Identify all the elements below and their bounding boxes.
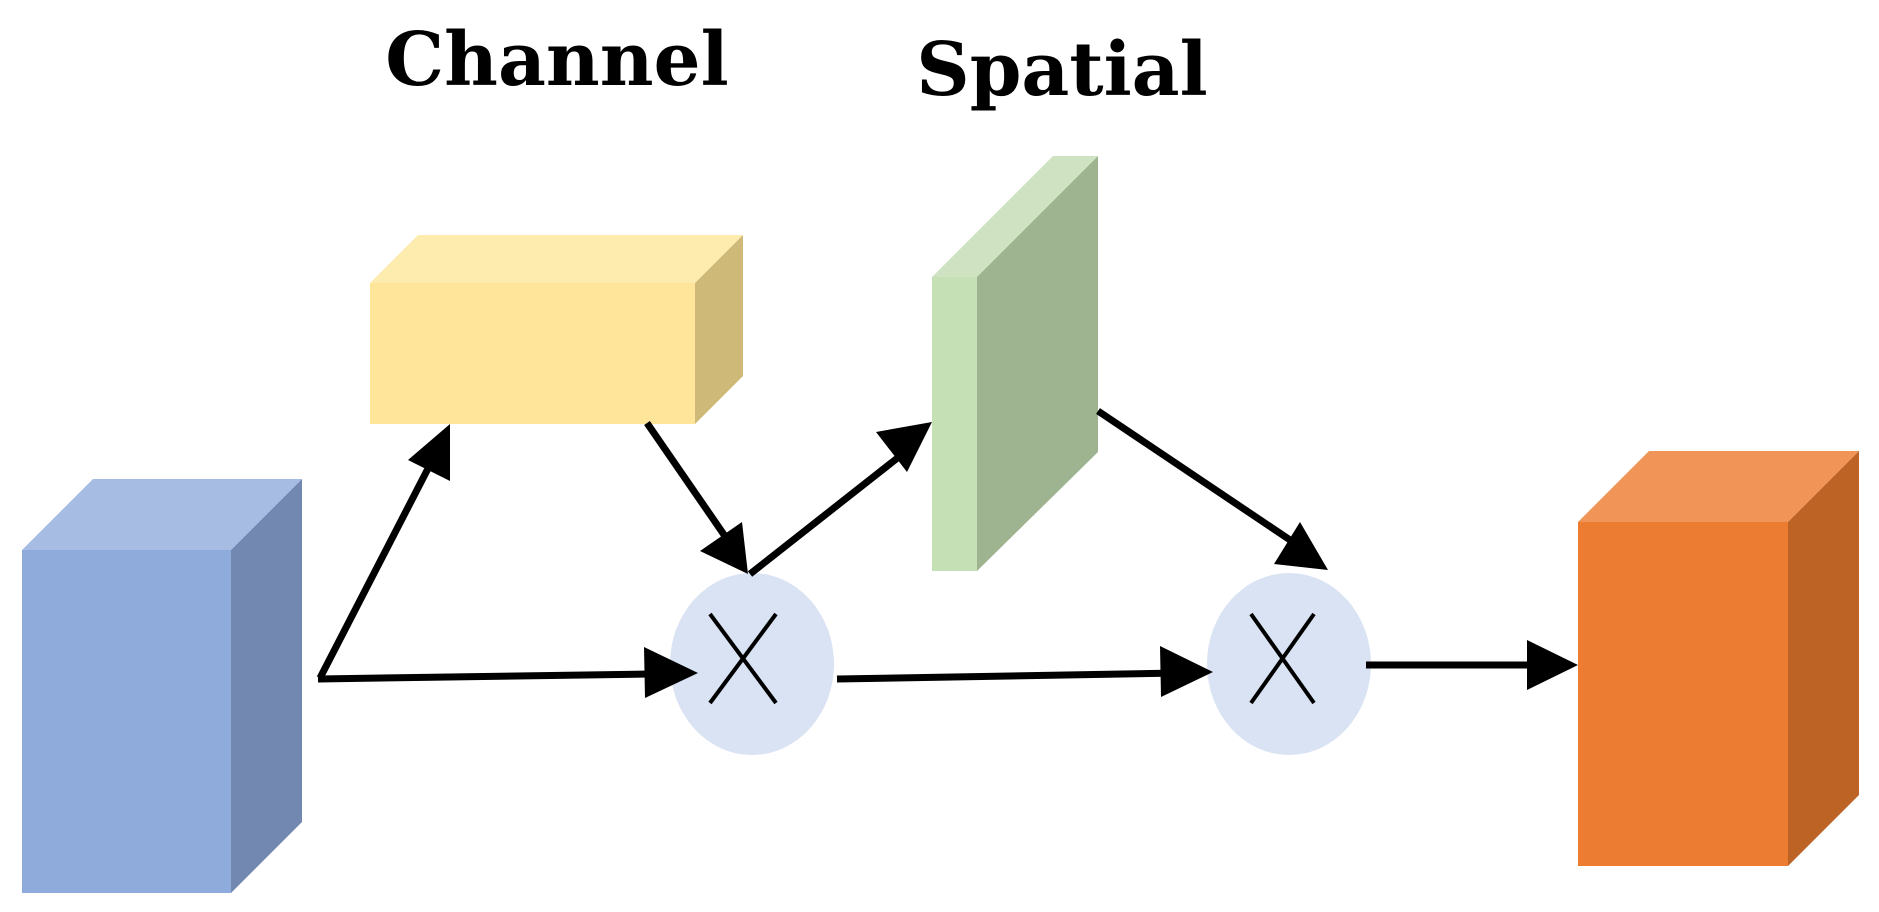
multiply-icon xyxy=(1249,612,1316,705)
channel-block-side xyxy=(695,235,743,424)
channel-attention-block xyxy=(370,235,743,424)
arrow-multiply-1-to-multiply-2 xyxy=(836,669,1181,683)
multiply-circle-1 xyxy=(670,573,834,755)
multiply-node-2 xyxy=(1207,573,1371,755)
arrowhead-channel-to-multiply-1 xyxy=(700,522,748,574)
output-cube-top xyxy=(1578,451,1859,522)
spatial-block-top xyxy=(932,156,1098,277)
spatial-attention-block xyxy=(932,156,1098,571)
input-cube-front xyxy=(22,550,231,893)
input-feature-cube xyxy=(22,479,302,893)
channel-block-top xyxy=(370,235,743,283)
multiply-icon xyxy=(708,612,778,705)
input-cube-side xyxy=(231,479,302,893)
arrow-channel-to-multiply-1 xyxy=(644,421,732,544)
arrowheads xyxy=(408,422,1578,698)
output-feature-cube xyxy=(1578,451,1859,866)
arrowhead-input-to-multiply-1 xyxy=(644,647,698,698)
spatial-label: Spatial xyxy=(916,27,1207,113)
output-cube-side xyxy=(1788,451,1859,866)
arrowhead-spatial-to-multiply-2 xyxy=(1274,522,1328,570)
arrow-input-to-multiply-1 xyxy=(317,670,651,683)
arrowhead-multiply-1-to-spatial xyxy=(876,422,932,472)
arrow-multiply-1-to-spatial xyxy=(747,453,903,577)
output-cube-front xyxy=(1578,522,1788,866)
spatial-block-side xyxy=(977,156,1098,571)
arrowhead-multiply-2-to-output xyxy=(1527,640,1578,690)
channel-block-front xyxy=(370,283,695,424)
input-cube-top xyxy=(22,479,302,550)
multiply-node-1 xyxy=(670,573,834,755)
spatial-block-front xyxy=(932,277,977,571)
channel-label: Channel xyxy=(385,17,728,103)
multiply-circle-2 xyxy=(1207,573,1371,755)
arrow-input-to-channel xyxy=(316,453,439,680)
arrowhead-multiply-1-to-multiply-2 xyxy=(1160,646,1213,697)
arrowhead-input-to-channel xyxy=(408,424,450,481)
connectors xyxy=(316,408,1538,683)
arrow-spatial-to-multiply-2 xyxy=(1096,408,1304,551)
